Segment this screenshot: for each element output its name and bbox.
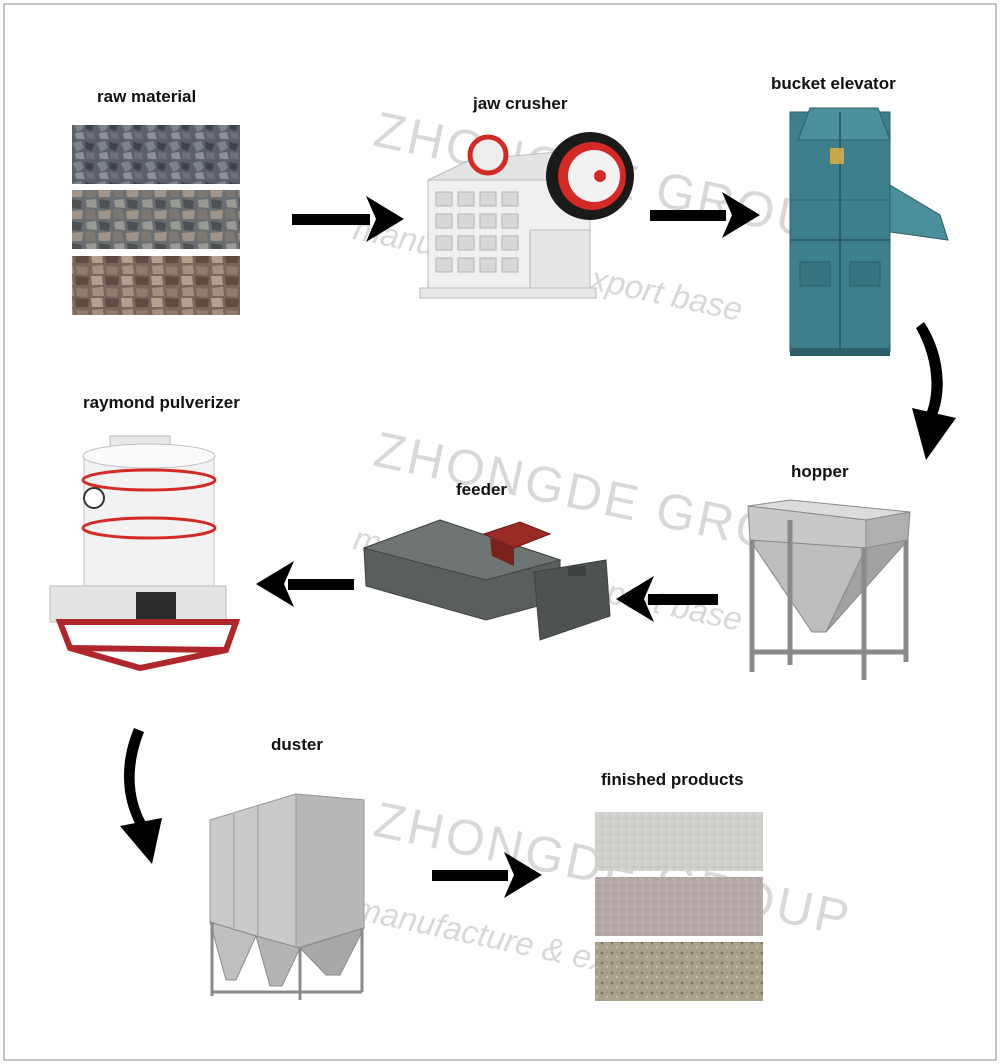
bucket-elevator-image — [789, 107, 949, 356]
label-duster: duster — [271, 735, 323, 754]
arrow-elevator-to-hopper — [912, 322, 956, 460]
jaw-crusher-image — [419, 132, 634, 299]
label-bucket-elevator: bucket elevator — [771, 74, 896, 93]
arrow-duster-to-products — [432, 852, 542, 898]
arrow-feeder-to-pulverizer — [256, 561, 354, 607]
arrow-hopper-to-feeder — [616, 576, 718, 622]
label-finished-products: finished products — [601, 770, 744, 789]
feeder-image — [362, 519, 611, 641]
arrow-pulverizer-to-duster — [120, 728, 162, 864]
raymond-pulverizer-image — [49, 435, 241, 672]
hopper-image — [747, 499, 911, 680]
arrow-crusher-to-elevator — [650, 192, 760, 238]
label-feeder: feeder — [456, 480, 508, 499]
label-raymond-pulverizer: raymond pulverizer — [83, 393, 240, 412]
label-jaw-crusher: jaw crusher — [473, 94, 568, 113]
label-hopper: hopper — [791, 462, 849, 481]
diagram-frame — [3, 3, 997, 1061]
raw-material-image — [72, 125, 240, 315]
label-raw-material: raw material — [97, 87, 197, 106]
duster-image — [209, 793, 365, 1000]
finished-products-image — [595, 812, 763, 1001]
arrow-raw-to-crusher — [292, 196, 404, 242]
